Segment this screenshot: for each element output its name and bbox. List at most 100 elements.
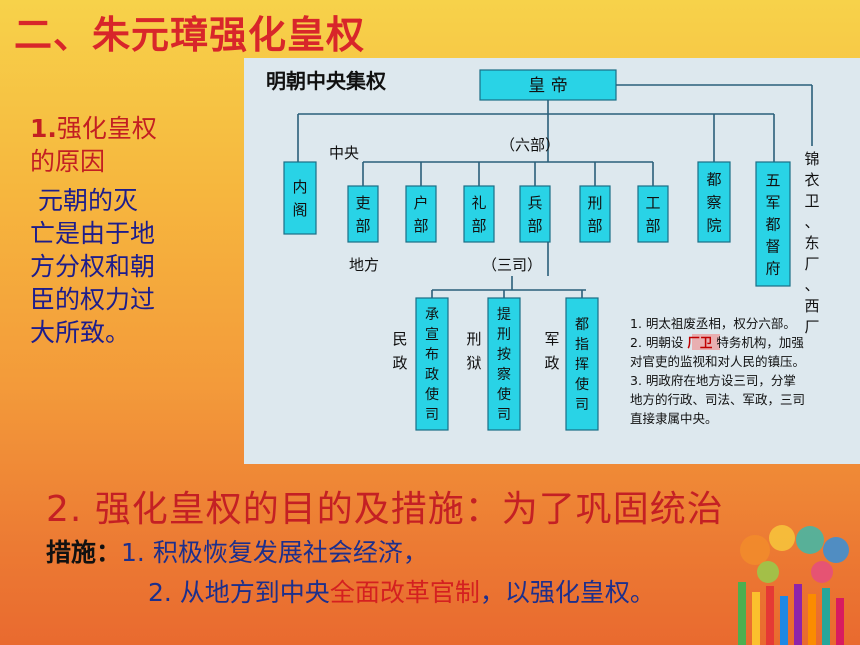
ministry-1-label: 户部 (413, 194, 428, 235)
emperor-label: 皇 帝 (528, 76, 567, 96)
duchayuan-label-char: 院 (706, 216, 721, 234)
measure-item-2-highlight: 全面改革官制 (329, 578, 480, 607)
si-side-label-1: 刑狱 (466, 330, 481, 372)
wujun-label-char: 府 (765, 259, 780, 277)
slide-title: 二、朱元璋强化皇权 (14, 13, 366, 57)
neige-label: 内阁 (292, 178, 307, 219)
note-line-1: 2. 明朝设 厂卫 特务机构，加强 (630, 335, 804, 350)
reason-section: 1.强化皇权 的原因 元朝的灭 亡是由于地 方分权和朝 臣的权力过 大所致。 (30, 112, 210, 349)
reason-body-line-2: 亡是由于地 (30, 219, 156, 248)
sansi-1-label-char: 察 (497, 366, 511, 383)
si-side-label-2-char: 政 (544, 354, 559, 372)
measures-row-2: 2. 从地方到中央全面改革官制，以强化皇权。 (46, 573, 655, 613)
ministry-0-label-char: 吏 (355, 194, 370, 212)
note-line-0: 1. 明太祖废丞相，权分六部。 (630, 316, 796, 331)
ministry-5-label-char: 工 (645, 194, 660, 212)
six-ministries-label: （六部） (500, 136, 560, 154)
changwei-label-char: 锦 (804, 150, 819, 168)
reason-heading-number: 1. (30, 114, 57, 143)
changwei-label-char: 东 (804, 234, 819, 252)
reason-heading-line-2: 的原因 (30, 147, 106, 176)
sansi-1-label-char: 提 (497, 307, 511, 323)
ministry-5-label-char: 部 (645, 217, 660, 235)
changwei-label-char: 衣 (804, 171, 819, 189)
pencils-decoration-icon (738, 525, 849, 645)
wujun-label-char: 都 (765, 215, 780, 233)
neige-label-char: 内 (292, 178, 307, 196)
ministry-1-box (405, 185, 437, 243)
si-side-label-0-char: 政 (392, 354, 407, 372)
changwei-label-char: 、 (804, 213, 819, 231)
sansi-2-label-char: 挥 (575, 357, 589, 373)
wujun-label-char: 督 (765, 237, 780, 255)
three-si-label: （三司） (482, 256, 542, 274)
note-line-3: 3. 明政府在地方设三司，分掌 (630, 373, 796, 388)
wujun-label-char: 五 (765, 171, 780, 189)
central-label: 中央 (329, 144, 359, 162)
measures-row-1: 措施：1. 积极恢复发展社会经济， (46, 533, 655, 573)
si-side-label-0: 民政 (392, 330, 407, 372)
reason-body-line-3: 方分权和朝 (30, 252, 156, 281)
measure-item-1: 1. 积极恢复发展社会经济， (121, 538, 428, 567)
duchayuan-label-char: 察 (706, 193, 721, 211)
org-chart: 明朝中央集权皇 帝中央（六部）内阁吏部户部礼部兵部刑部工部都察院五军都督府锦衣卫… (244, 58, 860, 464)
si-side-label-2: 军政 (544, 330, 559, 372)
note-line-4: 地方的行政、司法、军政，三司 (630, 392, 805, 407)
ministry-4-label: 刑部 (587, 194, 602, 235)
sansi-2-label-char: 使 (575, 376, 589, 393)
ministry-0-box (347, 185, 379, 243)
sansi-1-label-char: 使 (497, 386, 511, 403)
sansi-1-label-char: 按 (497, 347, 511, 363)
sansi-2-label-char: 司 (575, 397, 589, 413)
purpose-heading: 2. 强化皇权的目的及措施：为了巩固统治 (46, 489, 724, 530)
changwei-label-char: 厂 (804, 318, 819, 336)
si-side-label-2-char: 军 (544, 330, 559, 348)
sansi-0-label-char: 司 (425, 407, 439, 423)
ministry-5-label: 工部 (645, 194, 660, 235)
ministry-1-label-char: 户 (413, 194, 428, 212)
duchayuan-box (697, 161, 731, 243)
note-line-5: 直接隶属中央。 (630, 411, 718, 426)
changwei-label-char: 西 (804, 297, 819, 315)
ministry-2-label: 礼部 (471, 194, 486, 235)
neige-label-char: 阁 (292, 201, 307, 219)
neige-box (283, 161, 317, 235)
si-side-label-0-char: 民 (392, 330, 407, 348)
measure-item-2-pre: 2. 从地方到中央 (148, 578, 330, 607)
wujun-label-char: 军 (765, 193, 780, 211)
note-highlight: 厂卫 (687, 335, 713, 350)
reason-body-line-1: 元朝的灭 (30, 186, 138, 215)
note-line-2: 对官吏的监视和对人民的镇压。 (630, 354, 805, 369)
ministry-1-label-char: 部 (413, 217, 428, 235)
changwei-label-char: 卫 (804, 192, 819, 210)
ministry-4-label-char: 刑 (587, 194, 602, 212)
sansi-0-label-char: 承 (425, 307, 439, 323)
ministry-2-label-char: 礼 (471, 194, 486, 212)
ministry-4-label-char: 部 (587, 217, 602, 235)
ministry-2-box (463, 185, 495, 243)
wujun-box (755, 161, 791, 287)
local-label: 地方 (349, 256, 379, 274)
si-side-label-1-char: 狱 (466, 354, 481, 372)
sansi-2-box (565, 297, 599, 431)
ministry-0-label: 吏部 (355, 194, 370, 235)
reason-body-line-5: 大所致。 (30, 318, 131, 347)
duchayuan-label-char: 都 (706, 170, 721, 188)
changwei-label-char: 厂 (804, 255, 819, 273)
ministry-5-box (637, 185, 669, 243)
org-chart-svg: 明朝中央集权皇 帝中央（六部）内阁吏部户部礼部兵部刑部工部都察院五军都督府锦衣卫… (266, 69, 820, 431)
changwei-label: 锦衣卫、东厂、西厂 (804, 150, 819, 336)
si-side-label-1-char: 刑 (466, 330, 481, 348)
sansi-2-label-char: 都 (575, 317, 589, 333)
sansi-0-label-char: 宣 (425, 327, 439, 343)
chart-title: 明朝中央集权 (266, 69, 387, 93)
sansi-1-label-char: 司 (497, 407, 511, 423)
reason-heading-line-1: 强化皇权 (56, 114, 157, 143)
duchayuan-label: 都察院 (706, 170, 721, 234)
changwei-label-char: 、 (804, 276, 819, 294)
ministry-4-box (579, 185, 611, 243)
